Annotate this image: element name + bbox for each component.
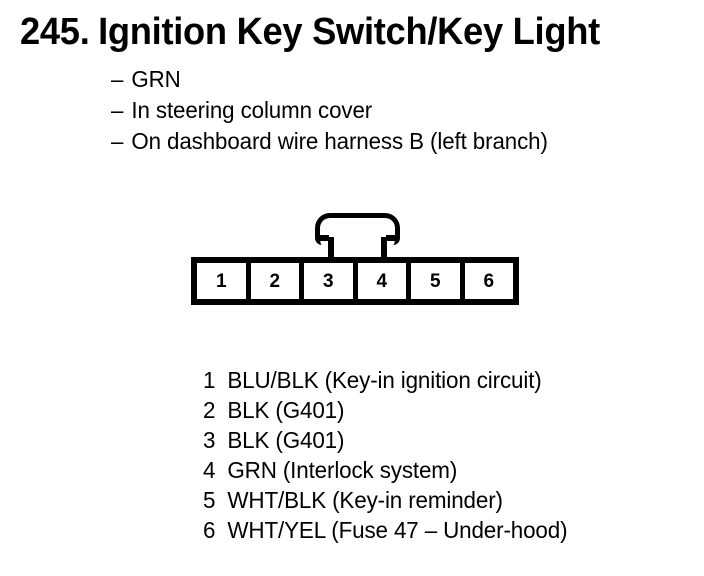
pin-row: 6 WHT/YEL (Fuse 47 – Under-hood): [203, 515, 661, 545]
description-item-wire-color: –GRN: [111, 64, 654, 95]
pin-number: 2: [203, 397, 216, 423]
connector-cell-3: 3: [304, 263, 353, 299]
latch-inner-mask: [334, 235, 381, 259]
pin-row: 1 BLU/BLK (Key-in ignition circuit): [203, 365, 661, 395]
pin-row: 5 WHT/BLK (Key-in reminder): [203, 485, 661, 515]
connector-cell-4: 4: [357, 263, 406, 299]
connector-cell-6: 6: [464, 263, 513, 299]
pin-description: GRN (Interlock system): [227, 457, 458, 483]
latch-stem-left: [328, 237, 334, 259]
dash-bullet-icon: –: [111, 97, 124, 123]
connector-cell-1: 1: [197, 263, 246, 299]
pin-row: 3 BLK (G401): [203, 425, 661, 455]
page-title: 245.Ignition Key Switch/Key Light: [20, 10, 600, 54]
pin-number: 4: [203, 457, 216, 483]
pin-row: 4 GRN (Interlock system): [203, 455, 661, 485]
dash-bullet-icon: –: [111, 128, 124, 154]
latch-notch-right: [386, 235, 395, 241]
pin-row: 2 BLK (G401): [203, 395, 661, 425]
latch-notch-left: [320, 235, 329, 241]
pin-description: WHT/BLK (Key-in reminder): [227, 487, 503, 513]
pin-description: BLK (G401): [227, 427, 345, 453]
description-item-location: –In steering column cover: [111, 95, 654, 126]
pin-number: 1: [203, 367, 216, 393]
pin-description: BLU/BLK (Key-in ignition circuit): [227, 367, 542, 393]
page-title-number: 245.: [20, 11, 90, 53]
description-item-label: GRN: [131, 66, 181, 92]
description-list: –GRN –In steering column cover –On dashb…: [111, 64, 671, 157]
pin-description: BLK (G401): [227, 397, 345, 423]
pin-number: 3: [203, 427, 216, 453]
pin-number: 5: [203, 487, 216, 513]
description-item-label: On dashboard wire harness B (left branch…: [131, 128, 548, 154]
connector-cell-5: 5: [411, 263, 460, 299]
pin-number: 6: [203, 517, 216, 543]
latch-stem-right: [381, 237, 387, 259]
dash-bullet-icon: –: [111, 66, 124, 92]
connector-cell-2: 2: [250, 263, 299, 299]
description-item-label: In steering column cover: [131, 97, 373, 123]
page-title-text: Ignition Key Switch/Key Light: [98, 11, 600, 53]
description-item-harness: –On dashboard wire harness B (left branc…: [111, 126, 654, 157]
pin-description: WHT/YEL (Fuse 47 – Under-hood): [227, 517, 568, 543]
connector-shell: 1 2 3 4 5 6: [191, 257, 519, 305]
connector-diagram: 1 2 3 4 5 6: [191, 213, 519, 305]
connector-latch-tab-icon: [315, 213, 400, 259]
